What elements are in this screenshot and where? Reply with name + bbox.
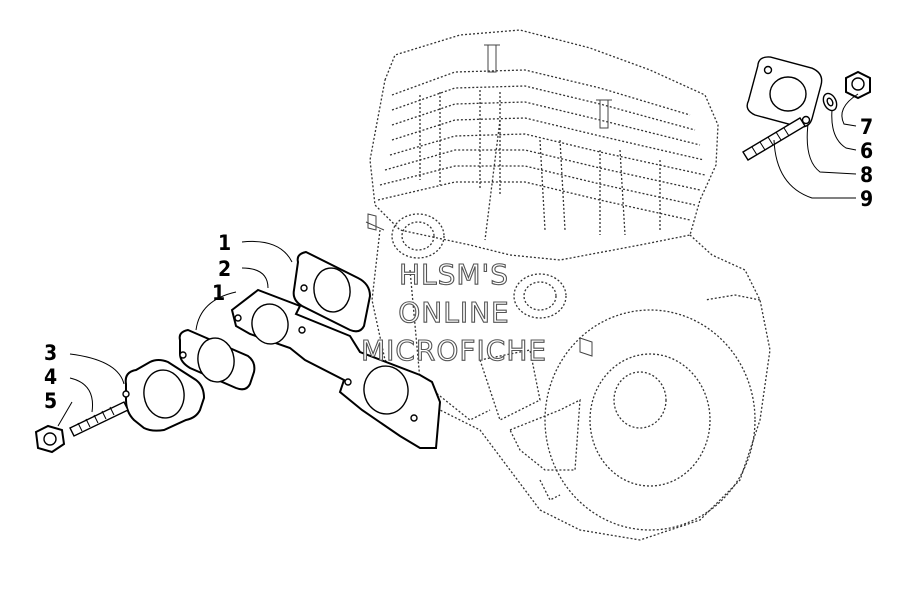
callout-right-1: 7 (860, 115, 873, 139)
manifold-gasket-icon (230, 288, 442, 449)
right-flange-icon (746, 56, 823, 128)
watermark-line-1: HLSM'S (399, 258, 509, 291)
callout-left-1: 1 (218, 231, 231, 255)
upper-gasket-icon (292, 250, 372, 333)
leader-lines (57, 93, 859, 427)
washer-icon (822, 92, 838, 112)
engine-block-icon (365, 29, 771, 541)
callout-right-2: 6 (860, 139, 873, 163)
callout-right-3: 8 (860, 163, 873, 187)
callout-left-6: 5 (44, 389, 57, 413)
lower-gasket-icon (178, 328, 256, 391)
callout-left-2: 2 (218, 257, 231, 281)
callout-left-3: 1 (212, 281, 225, 305)
watermark: HLSM'S ONLINE MICROFICHE (360, 257, 547, 367)
callout-right-4: 9 (860, 187, 873, 211)
left-nut-icon (34, 424, 66, 454)
left-flange-icon (122, 359, 206, 432)
left-stud-icon (69, 401, 129, 437)
watermark-line-2: ONLINE (398, 296, 509, 329)
callout-left-4: 3 (44, 341, 57, 365)
watermark-line-3: MICROFICHE (361, 334, 547, 367)
callout-left-5: 4 (44, 365, 57, 389)
right-stud-icon (742, 117, 806, 161)
right-nut-icon (845, 70, 871, 100)
callout-labels: 1 2 1 3 4 5 7 6 8 9 (44, 115, 873, 413)
